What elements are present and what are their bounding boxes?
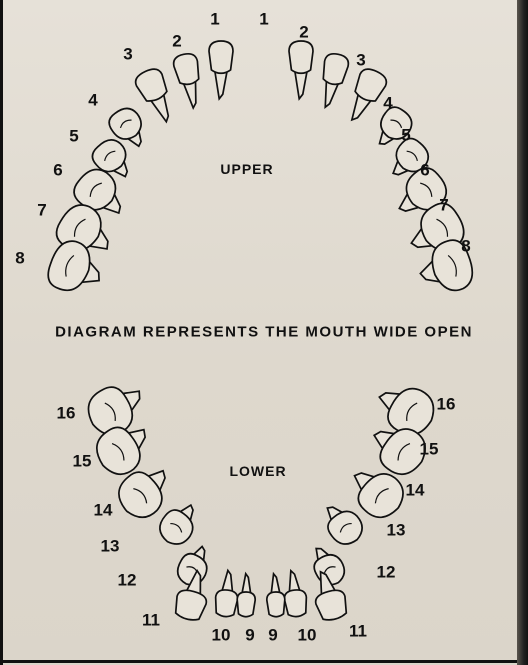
upper-left-number-4: 4 [383, 95, 392, 112]
lower-left-number-13: 13 [387, 522, 406, 539]
lower-left-number-10: 10 [298, 627, 317, 644]
upper-left-number-2: 2 [299, 24, 308, 41]
upper-right-tooth-2 [172, 52, 207, 110]
lower-right-number-13: 13 [101, 538, 120, 555]
lower-left-tooth-9 [266, 574, 285, 618]
upper-left-number-7: 7 [439, 197, 448, 214]
upper-left-number-6: 6 [420, 162, 429, 179]
lower-right-number-16: 16 [57, 405, 76, 422]
upper-right-number-1: 1 [210, 11, 219, 28]
upper-right-number-7: 7 [37, 202, 46, 219]
lower-left-number-15: 15 [420, 441, 439, 458]
lower-left-number-9: 9 [268, 627, 277, 644]
lower-right-number-9: 9 [245, 627, 254, 644]
upper-right-number-2: 2 [172, 33, 181, 50]
lower-right-number-10: 10 [212, 627, 231, 644]
lower-left-number-14: 14 [406, 482, 425, 499]
lower-left-number-12: 12 [377, 564, 396, 581]
upper-left-tooth-2 [315, 52, 350, 110]
lower-right-number-14: 14 [94, 502, 113, 519]
lower-left-number-11: 11 [349, 623, 367, 640]
upper-left-number-5: 5 [401, 127, 410, 144]
lower-left-number-16: 16 [437, 396, 456, 413]
upper-right-number-8: 8 [15, 250, 24, 267]
lower-right-number-15: 15 [73, 453, 92, 470]
lower-right-number-11: 11 [142, 612, 160, 629]
upper-right-tooth-1 [209, 41, 233, 99]
upper-right-number-5: 5 [69, 128, 78, 145]
lower-right-number-12: 12 [118, 572, 137, 589]
upper-right-number-6: 6 [53, 162, 62, 179]
upper-left-number-1: 1 [259, 11, 268, 28]
lower-jaw-label: LOWER [229, 464, 286, 478]
upper-left-number-8: 8 [461, 238, 470, 255]
upper-right-number-3: 3 [123, 46, 132, 63]
upper-jaw-label: UPPER [220, 162, 273, 176]
diagram-caption: DIAGRAM REPRESENTS THE MOUTH WIDE OPEN [55, 324, 473, 341]
upper-right-number-4: 4 [88, 92, 97, 109]
lower-right-tooth-9 [237, 574, 256, 618]
lower-right-tooth-10 [214, 569, 241, 617]
upper-left-tooth-1 [289, 41, 313, 99]
upper-left-number-3: 3 [356, 52, 365, 69]
lower-left-tooth-10 [282, 569, 309, 617]
